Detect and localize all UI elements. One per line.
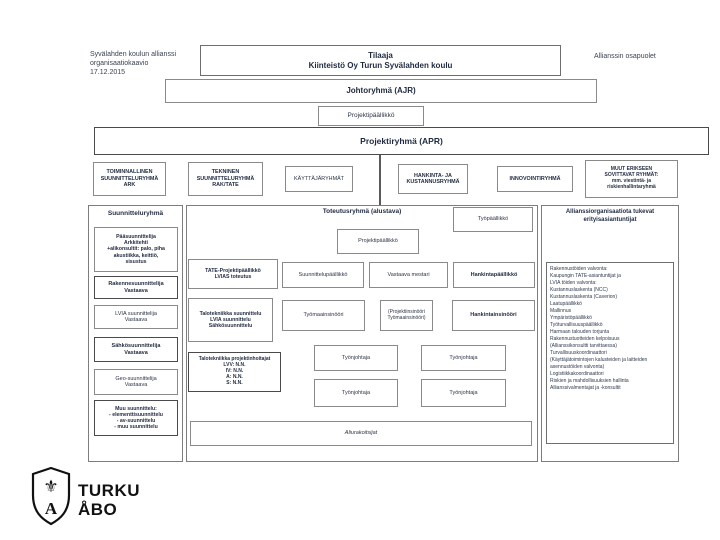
box-tate-projektipaallikko: TATE-Projektipäällikkö LVIAS toteutus (188, 259, 278, 289)
box-tyopaallikko: Työpäällikkö (453, 207, 533, 232)
erityisasiantuntijat-list-box (546, 262, 674, 444)
johtoryhma-box: Johtoryhmä (AJR) (165, 79, 597, 103)
projektiryhma-box: Projektiryhmä (APR) (94, 127, 709, 155)
box-muu-suunnittelu: Muu suunnittelu: - elementtisuunnittelu … (94, 400, 178, 436)
group-box-hankinta-kustannus: HANKINTA- JA KUSTANNUSRYHMÄ (398, 164, 468, 194)
box-suunnittelupaallikko: Suunnittelupäällikkö (282, 262, 364, 288)
box-tyonjohtaja-2: Työnjohtaja (421, 345, 506, 371)
box-tyonjohtaja-3: Työnjohtaja (314, 379, 398, 407)
svg-text:⚜: ⚜ (43, 477, 58, 497)
box-geo-suunnittelija: Geo-suunnittelija Vastaava (94, 369, 178, 395)
erityisasiantuntijat-list: Rakennustöiden valvonta: Kaupungin TATE-… (550, 266, 648, 391)
box-projektipaallikko-mid: Projektipäällikkö (337, 229, 419, 254)
group-box-toiminnallinen: TOIMINNALLINEN SUUNNITTELURYHMÄ ARK (93, 162, 166, 196)
projektipaallikko-top-box: Projektipäällikkö (318, 106, 424, 126)
group-box-muut-ryhmat: MUUT ERIKSEEN SOVITTAVAT RYHMÄT: mm. vie… (585, 160, 678, 198)
svg-text:A: A (45, 499, 58, 518)
suunnitteluryhma-title: Suunnitteluryhmä (107, 210, 164, 217)
group-box-kayttajaryhmat: KÄYTTÄJÄRYHMÄT (285, 166, 353, 192)
box-talotekniikka-projektinhoitajat: Talotekniikka projektinhoitajat LVV: N.N… (188, 352, 281, 392)
box-hankintapaallikko: Hankintapäällikkö (453, 262, 535, 288)
box-rakennesuunnittelija: Rakennesuunnittelija Vastaava (94, 276, 178, 299)
logo-text-turku: TURKU (78, 481, 140, 500)
box-tyonjohtaja-1: Työnjohtaja (314, 345, 398, 371)
chart-note: Syvälahden koulun allianssi organisaatio… (90, 51, 176, 77)
group-box-tekninen: TEKNINEN SUUNNITTELURYHMÄ RAK/TATE (188, 162, 263, 196)
turku-logo: ⚜ A TURKU ÅBO (30, 466, 160, 528)
toteutusryhma-title: Toteutusryhmä (alustava) (322, 208, 402, 215)
logo-shield-icon: ⚜ A (31, 466, 71, 526)
box-paasuunnittelija: Pääsuunnittelija Arkkitehti +alikonsulti… (94, 227, 178, 272)
box-sahkosuunnittelija: Sähkösuunnittelija Vastaava (94, 337, 178, 362)
box-lvia-suunnittelija: LVIA suunnittelija Vastaava (94, 305, 178, 329)
connector-line (379, 155, 381, 205)
erityisasiantuntijat-title: Allianssiorganisaatiota tukevat erityisa… (565, 209, 655, 223)
box-aliurakoitsijat: Aliurakoitsijat (190, 421, 532, 446)
logo-text-abo: ÅBO (78, 500, 118, 519)
group-box-innovointi: INNOVOINTIRYHMÄ (497, 166, 573, 192)
box-tyonjohtaja-4: Työnjohtaja (421, 379, 506, 407)
box-hankintainsinoori: Hankintainsinööri (452, 300, 535, 331)
box-talotekniikka-suunnittelu: Talotekniikka suunnittelu LVIA suunnitte… (188, 298, 273, 342)
alliance-parties-label: Allianssin osapuolet (594, 53, 656, 60)
tilaaja-box: Tilaaja Kiinteistö Oy Turun Syvälahden k… (200, 45, 561, 76)
box-tyomaainsinoori: Työmaainsinööri (282, 300, 365, 331)
box-projekti-insinoori: (Projektiinsinööri Työmaainsinööri) (380, 300, 433, 331)
box-vastaava-mestari: Vastaava mestari (369, 262, 448, 288)
